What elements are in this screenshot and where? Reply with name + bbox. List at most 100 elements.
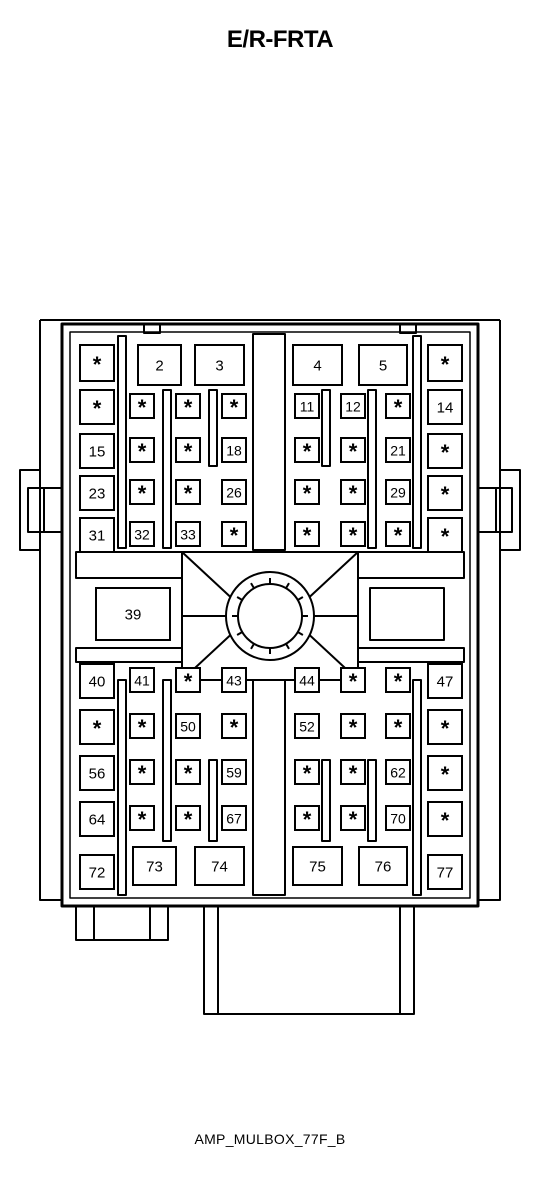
- divider-post-3: [208, 389, 218, 467]
- cavity-outline: [294, 759, 320, 785]
- cavity: *: [340, 479, 366, 506]
- cavity-label: 56: [89, 766, 106, 783]
- cavity-outline: [427, 475, 463, 511]
- cavity-outline: [175, 667, 201, 693]
- cavity-outline: [340, 805, 366, 831]
- cavity-label: *: [349, 761, 358, 786]
- cavity-outline: [221, 713, 247, 739]
- cavity-outline: [95, 587, 171, 641]
- cavity-label: 2: [155, 358, 163, 375]
- cavity: 74: [194, 846, 245, 886]
- cavity-label: *: [303, 481, 312, 506]
- cavity: *: [129, 393, 155, 420]
- cavity-label: 75: [309, 859, 326, 876]
- cavity: *: [294, 437, 320, 464]
- cavity-label: 32: [134, 527, 150, 543]
- cavity: 21: [385, 437, 411, 463]
- cavity-label: 70: [390, 811, 406, 827]
- cavity-outline: [294, 393, 320, 419]
- cavity-label: *: [441, 808, 450, 833]
- cavity-label: 5: [379, 358, 387, 375]
- cavity: 56: [79, 755, 115, 791]
- cavity: 11: [294, 393, 320, 419]
- cavity: *: [385, 667, 411, 694]
- cavity: *: [129, 805, 155, 832]
- cavity-outline: [194, 846, 245, 886]
- hub-ring-outer: [225, 571, 315, 661]
- cavity: *: [129, 759, 155, 786]
- cavity-label: 4: [313, 358, 321, 375]
- part-caption: AMP_MULBOX_77F_B: [194, 1131, 346, 1147]
- cavity: 39: [95, 587, 171, 641]
- cavity-label: *: [441, 716, 450, 741]
- cavity-label: 11: [300, 399, 315, 415]
- cavity-label: *: [394, 715, 403, 740]
- cavity-label: 3: [215, 358, 223, 375]
- cavity-label: 14: [437, 400, 454, 417]
- cavity-outline: [175, 437, 201, 463]
- cavity-label: *: [441, 440, 450, 465]
- cavity-label: *: [138, 715, 147, 740]
- divider-post-11: [367, 759, 377, 842]
- cavity-outline: [385, 713, 411, 739]
- hub-tooth: [236, 596, 243, 601]
- cavity-label: *: [303, 761, 312, 786]
- cavity: *: [385, 393, 411, 420]
- cavity-label: 76: [375, 859, 392, 876]
- cavity: *: [340, 521, 366, 548]
- cavity-label: 21: [390, 443, 406, 459]
- cavity-outline: [294, 437, 320, 463]
- center-post-bottom: [252, 679, 286, 896]
- cavity-label: *: [349, 523, 358, 548]
- cavity: *: [294, 479, 320, 506]
- cavity-label: 59: [226, 765, 242, 781]
- cavity-outline: [294, 805, 320, 831]
- cavity: 59: [221, 759, 247, 785]
- cavity-outline: [129, 393, 155, 419]
- cavity: 14: [427, 389, 463, 425]
- cavity-label: *: [394, 669, 403, 694]
- cavity-label: 47: [437, 674, 454, 691]
- cavity-label: 18: [226, 443, 242, 459]
- cavity-outline: [175, 805, 201, 831]
- cavity-label: *: [303, 807, 312, 832]
- cavity-outline: [427, 663, 463, 699]
- housing-corner-bl: [39, 850, 62, 901]
- cavity-outline: [292, 846, 343, 886]
- hub-rib-ne: [301, 551, 359, 605]
- cavity-label: 77: [437, 865, 454, 882]
- cavity: 2: [137, 344, 182, 386]
- cavity: *: [221, 393, 247, 420]
- cavity: *: [385, 521, 411, 548]
- cavity: *: [385, 713, 411, 740]
- cavity: 12: [340, 393, 366, 419]
- cavity: 72: [79, 854, 115, 890]
- cavity-outline: [385, 521, 411, 547]
- cavity: *: [427, 344, 463, 382]
- cavity-label: *: [184, 395, 193, 420]
- cavity-outline: [132, 846, 177, 886]
- cavity-label: 43: [226, 673, 242, 689]
- hub-tooth: [285, 582, 290, 589]
- cavity-label: 44: [299, 673, 315, 689]
- cavity-label: *: [93, 716, 102, 741]
- cavity-outline: [340, 479, 366, 505]
- cavity-outline: [221, 393, 247, 419]
- cavity-outline: [221, 479, 247, 505]
- housing-inner-frame: [60, 322, 480, 908]
- cavity-outline: [292, 344, 343, 386]
- divider-post-8: [162, 679, 172, 842]
- cavity-label: *: [349, 715, 358, 740]
- cavity-outline: [427, 854, 463, 890]
- rail-right-lower: [357, 647, 465, 663]
- cavity-outline: [79, 663, 115, 699]
- cavity-label: 41: [134, 673, 150, 689]
- cavity-label: *: [230, 395, 239, 420]
- hub-tooth: [236, 631, 243, 636]
- cavity: *: [294, 805, 320, 832]
- bottom-tab-left: [75, 905, 169, 941]
- cavity-label: *: [441, 524, 450, 549]
- cavity: *: [175, 393, 201, 420]
- cavity-label: *: [394, 395, 403, 420]
